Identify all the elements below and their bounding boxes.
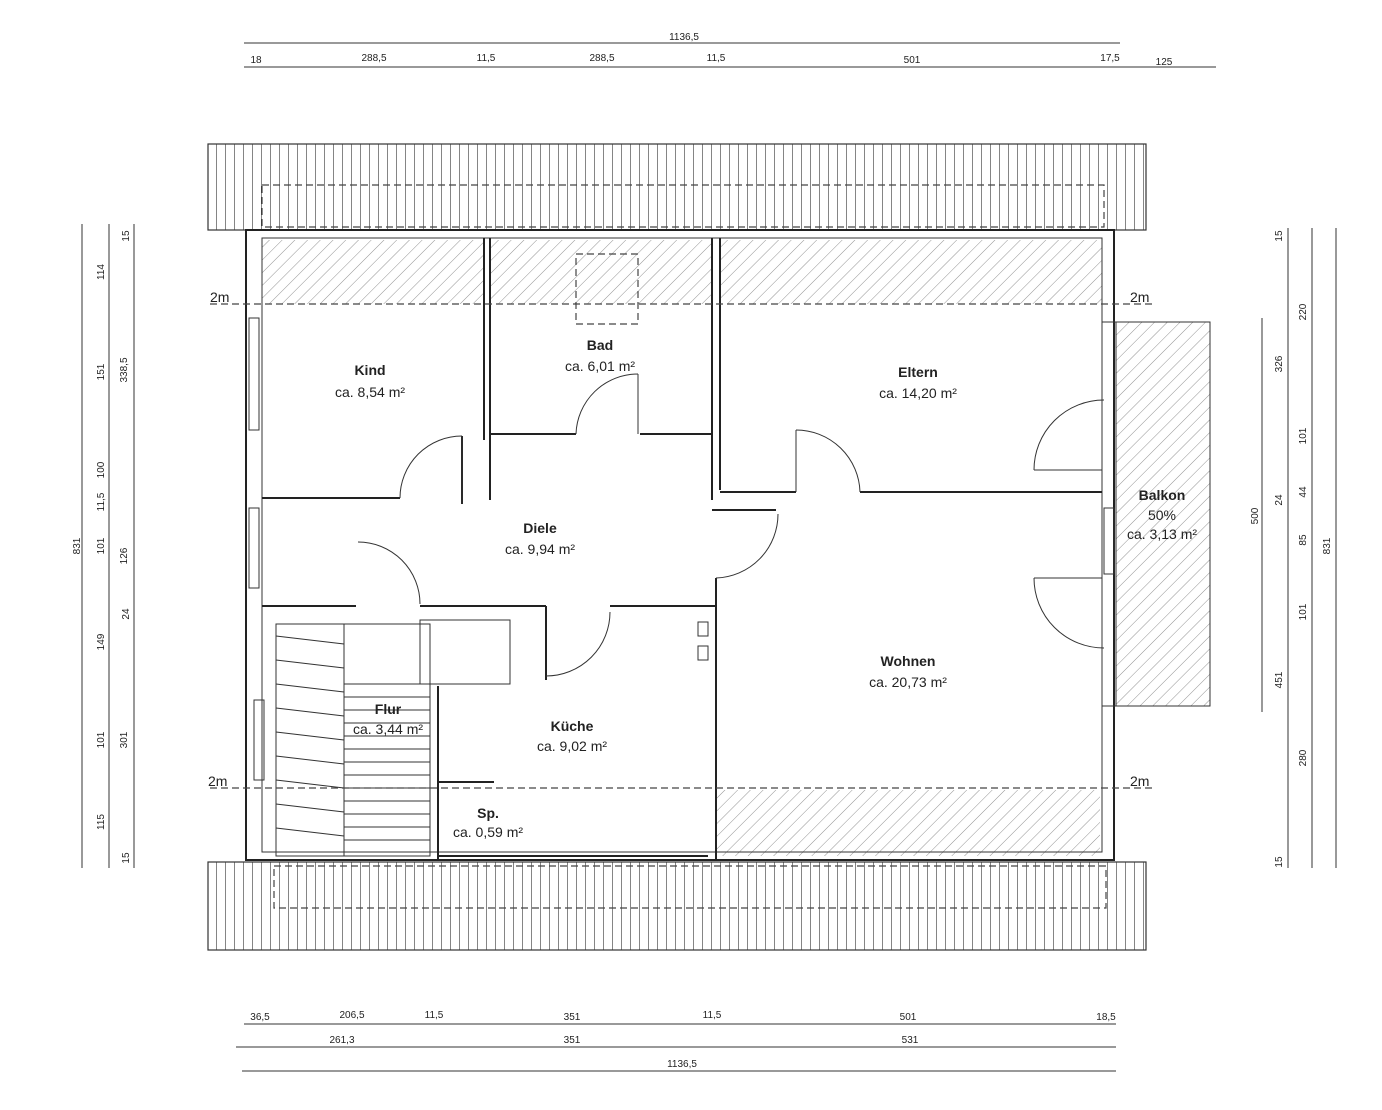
- dim-left-inner: 101: [96, 731, 107, 748]
- dim-top-segment: 18: [250, 55, 262, 66]
- room-name-balkon: Balkon: [1139, 487, 1186, 503]
- level-label: 2m: [208, 773, 227, 789]
- dim-right-inner: 220: [1298, 303, 1309, 320]
- room-area-diele: ca. 9,94 m²: [505, 541, 575, 557]
- level-lines: 2m 2m 2m 2m: [208, 289, 1154, 789]
- dim-top-segment: 501: [904, 55, 921, 66]
- dimensions-right: 500 451 326 280 831 15 220 101 44 24 85 …: [1250, 228, 1337, 868]
- walls: [245, 229, 1116, 861]
- dim-top-segment: 125: [1156, 57, 1173, 68]
- dim-bottom-segment: 261,3: [329, 1035, 354, 1046]
- dim-right-total: 831: [1322, 537, 1333, 554]
- dim-left-inner: 11,5: [96, 492, 107, 511]
- dim-left-mid: 126: [119, 547, 130, 564]
- dim-right-mid: 280: [1298, 749, 1309, 766]
- level-label: 2m: [1130, 773, 1149, 789]
- dim-right-mid: 326: [1274, 355, 1285, 372]
- dim-right-inner: 85: [1298, 534, 1309, 546]
- dim-right-inner: 101: [1298, 603, 1309, 620]
- stair-tread: [275, 659, 345, 669]
- dim-bottom-segment: 501: [900, 1012, 917, 1023]
- dim-top-segment: 288,5: [361, 53, 386, 64]
- dim-left-inner: 151: [96, 363, 107, 380]
- dim-top-segment: 11,5: [477, 53, 496, 64]
- dim-left-inner: 101: [96, 537, 107, 554]
- dim-bottom-segment: 18,5: [1096, 1012, 1116, 1023]
- dim-right-inner: 24: [1274, 494, 1285, 506]
- room-area-kueche: ca. 9,02 m²: [537, 738, 607, 754]
- dim-bottom-segment: 11,5: [425, 1010, 444, 1021]
- room-area-kind: ca. 8,54 m²: [335, 384, 405, 400]
- room-name-wohnen: Wohnen: [881, 653, 936, 669]
- dim-bottom-segment: 11,5: [703, 1010, 722, 1021]
- dim-bottom-segment: 36,5: [250, 1012, 270, 1023]
- dim-right-outer: 500: [1250, 507, 1261, 524]
- dim-bottom-segment: 351: [564, 1035, 581, 1046]
- dim-bottom-segment: 206,5: [339, 1010, 364, 1021]
- dim-left-inner: 15: [121, 230, 132, 242]
- room-name-diele: Diele: [523, 520, 557, 536]
- stair-tread: [275, 803, 345, 813]
- dimensions-top: 1136,5 18 288,5 11,5 288,5 11,5 501 17,5…: [244, 32, 1216, 68]
- dimensions-bottom: 36,5 206,5 11,5 351 11,5 501 18,5 261,3 …: [236, 1010, 1116, 1072]
- dim-right-inner: 101: [1298, 427, 1309, 444]
- room-name-eltern: Eltern: [898, 364, 938, 380]
- staircase: [275, 619, 511, 857]
- dim-left-inner: 100: [96, 461, 107, 478]
- dim-right-outer: 451: [1274, 671, 1285, 688]
- stair-tread: [275, 707, 345, 717]
- room-area-wohnen: ca. 20,73 m²: [869, 674, 947, 690]
- roof-bottom: [207, 861, 1147, 951]
- dim-bottom-segment: 351: [564, 1012, 581, 1023]
- hatched-areas: [262, 240, 1211, 856]
- dim-left-inner: 114: [96, 264, 107, 280]
- dim-left-total: 831: [72, 537, 83, 554]
- stair-tread: [275, 731, 345, 741]
- stair-tread: [275, 683, 345, 693]
- dim-left-mid: 301: [119, 731, 130, 748]
- level-label: 2m: [210, 289, 229, 305]
- room-area-bad: ca. 6,01 m²: [565, 358, 635, 374]
- room-extra-balkon: 50%: [1148, 507, 1176, 523]
- dim-top-segment: 11,5: [707, 53, 726, 64]
- dim-bottom-total: 1136,5: [667, 1059, 697, 1070]
- doors: [357, 373, 1105, 677]
- roof-top: [207, 143, 1147, 231]
- room-name-bad: Bad: [587, 337, 613, 353]
- dim-right-inner: 15: [1274, 856, 1285, 868]
- dim-left-inner: 149: [96, 633, 107, 650]
- room-name-flur: Flur: [375, 701, 402, 717]
- stair-tread: [275, 755, 345, 765]
- room-labels: Kind ca. 8,54 m² Bad ca. 6,01 m² Eltern …: [335, 337, 1197, 840]
- stair-tread: [275, 827, 345, 837]
- dim-right-inner: 44: [1298, 486, 1309, 498]
- room-area-flur: ca. 3,44 m²: [353, 721, 423, 737]
- dim-top-total: 1136,5: [669, 32, 699, 43]
- dim-right-inner: 15: [1274, 230, 1285, 242]
- room-area-balkon: ca. 3,13 m²: [1127, 526, 1197, 542]
- dim-left-inner: 24: [121, 608, 132, 620]
- room-name-sp: Sp.: [477, 805, 499, 821]
- stair-tread: [275, 779, 345, 789]
- dimensions-left: 831 338,5 126 301 15 114 151 100 11,5 10…: [72, 224, 135, 868]
- room-name-kind: Kind: [354, 362, 385, 378]
- dim-top-segment: 17,5: [1100, 53, 1120, 64]
- stair-tread: [275, 635, 345, 645]
- dim-left-mid: 338,5: [119, 357, 130, 382]
- dim-bottom-segment: 531: [902, 1035, 919, 1046]
- room-area-eltern: ca. 14,20 m²: [879, 385, 957, 401]
- dim-left-inner: 115: [96, 814, 107, 830]
- room-name-kueche: Küche: [551, 718, 594, 734]
- dim-top-segment: 288,5: [589, 53, 614, 64]
- room-area-sp: ca. 0,59 m²: [453, 824, 523, 840]
- dim-left-inner: 15: [121, 852, 132, 864]
- level-label: 2m: [1130, 289, 1149, 305]
